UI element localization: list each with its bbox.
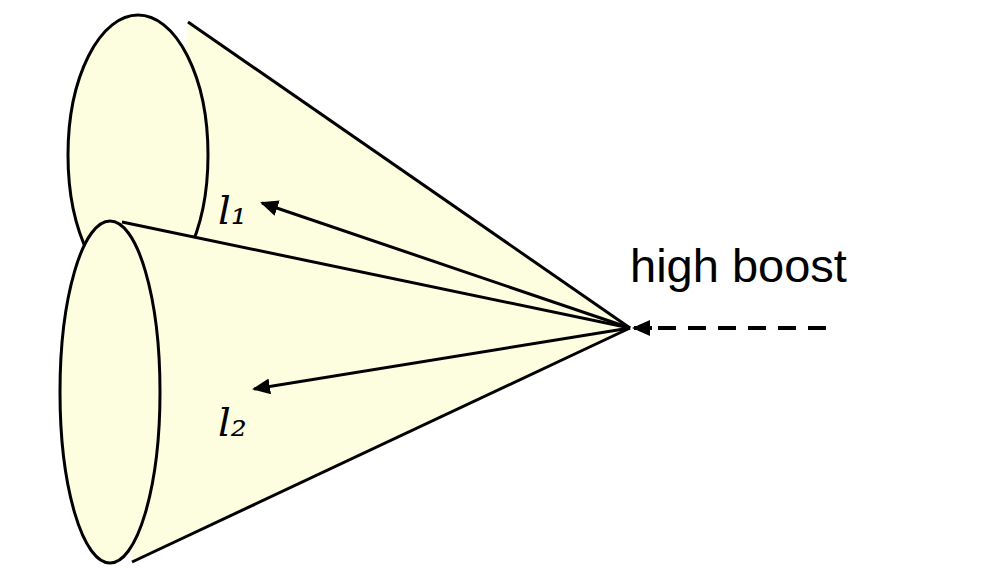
cone-front <box>60 221 630 563</box>
boost-line <box>650 326 826 330</box>
boost-label: high boost <box>630 242 847 289</box>
lepton-label: l₂ <box>218 402 247 442</box>
boost-arrow <box>634 326 652 330</box>
lepton-arrow <box>262 203 630 328</box>
lepton-arrow <box>254 328 630 389</box>
lepton-label: l₁ <box>218 190 247 230</box>
